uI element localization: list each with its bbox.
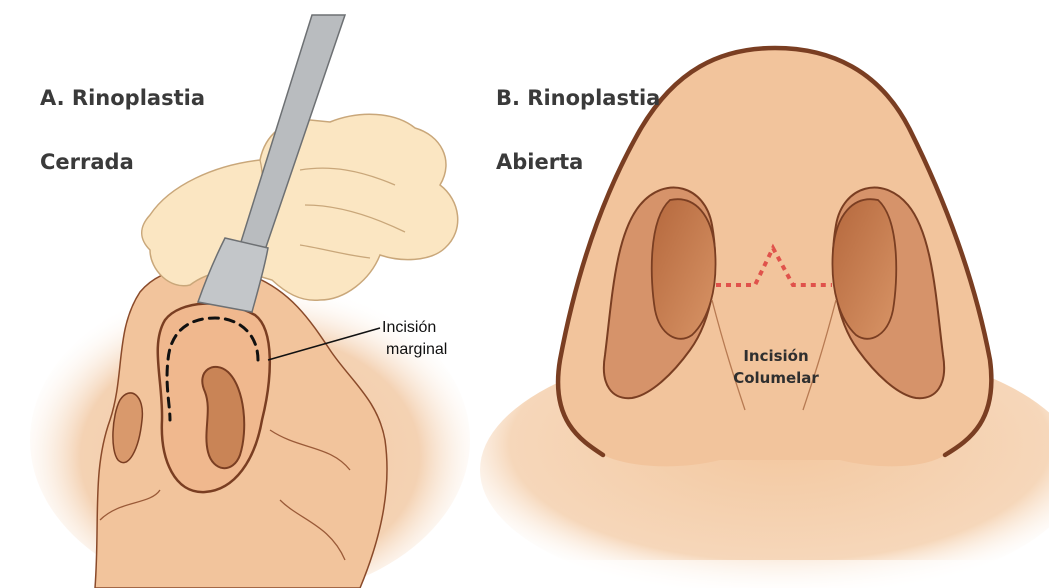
panel-a-skin-line [99, 429, 351, 561]
panel-a-far-ala [112, 392, 144, 464]
columellar-incision-label-line1: Incisión [743, 347, 809, 365]
panel-a-title-line1: A. Rinoplastia [40, 86, 205, 110]
panel-a-title: A. Rinoplastia Cerrada [40, 50, 205, 210]
panel-b-illustration [480, 45, 1049, 588]
marginal-incision-label-line2: marginal [386, 341, 448, 358]
marginal-incision-label-line1: Incisión [382, 319, 437, 336]
panel-a-callout-line [267, 327, 381, 361]
panel-b-title-line1: B. Rinoplastia [496, 86, 661, 110]
panel-b-nose-outline [555, 45, 994, 458]
panel-a-finger-lines [249, 159, 406, 259]
panel-a-nostril [201, 365, 246, 470]
panel-a-instrument-blade [197, 237, 269, 313]
panel-a-illustration [30, 14, 470, 588]
panel-b-columella-lines [711, 299, 837, 411]
panel-b-columellar-incision [716, 243, 832, 287]
panel-b-left-nostril-inner [650, 198, 717, 340]
panel-b-title: B. Rinoplastia Abierta [496, 50, 660, 210]
panel-a-title-line2: Cerrada [40, 150, 134, 174]
panel-b-bottom-fade [500, 560, 1049, 588]
panel-b-right-nostril-inner [831, 198, 898, 340]
panel-b-title-line2: Abierta [496, 150, 584, 174]
columellar-incision-label-line2: Columelar [733, 369, 819, 387]
panel-a-marginal-incision [165, 316, 260, 422]
